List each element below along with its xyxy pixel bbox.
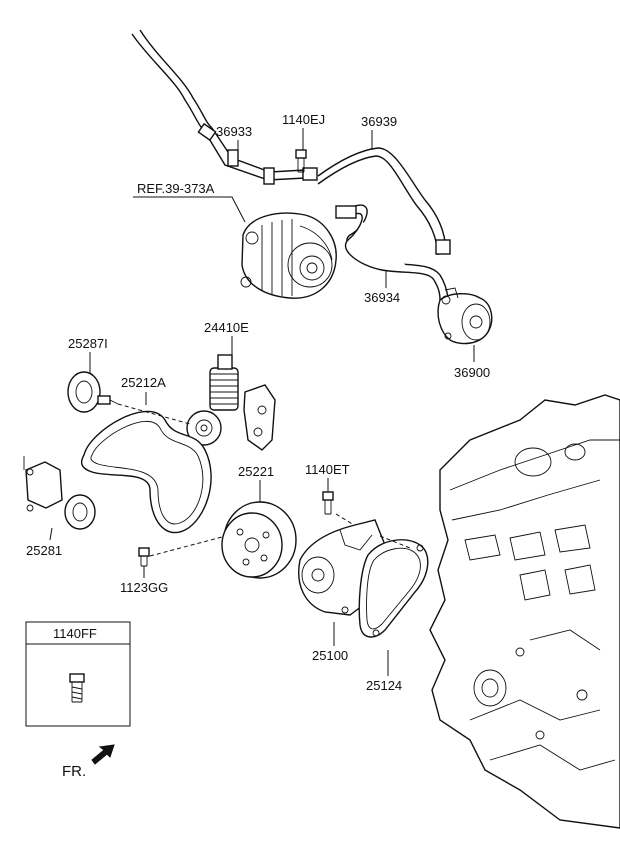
label-36939: 36939	[361, 114, 397, 129]
label-36900: 36900	[454, 365, 490, 380]
fr-label: FR.	[62, 763, 86, 780]
label-36934: 36934	[364, 290, 400, 305]
tensioner-pulley-25281[interactable]	[23, 456, 96, 530]
belt-tensioner-24410e[interactable]	[186, 354, 276, 451]
assembly-line	[379, 535, 411, 549]
bolt-1140ej[interactable]	[295, 149, 307, 173]
label-25287i: 25287I	[68, 336, 108, 351]
label-25212a: 25212A	[121, 375, 166, 390]
idler-pulley-25287i[interactable]	[67, 371, 119, 413]
label-ref-39-373a: REF.39-373A	[137, 181, 215, 196]
front-direction-indicator: FR.	[62, 744, 115, 780]
engine-block	[429, 394, 620, 829]
bolt-1123gg[interactable]	[138, 547, 150, 567]
legend-box-title: 1140FF	[53, 626, 97, 641]
label-25124: 25124	[366, 678, 402, 693]
label-1140et: 1140ET	[305, 462, 350, 477]
assembly-line	[117, 403, 191, 425]
label-36933: 36933	[216, 124, 252, 139]
label-25281: 25281	[26, 543, 62, 558]
label-25221: 25221	[238, 464, 274, 479]
legend-box-1140ff: 1140FF	[25, 621, 131, 727]
leader-lines	[49, 128, 475, 676]
front-arrow-icon	[91, 744, 115, 765]
gasket-25124[interactable]	[358, 539, 429, 638]
label-24410e: 24410E	[204, 320, 249, 335]
vacuum-hose-36934[interactable]	[335, 204, 449, 301]
alternator[interactable]	[240, 212, 337, 299]
label-1123gg: 1123GG	[120, 580, 168, 595]
vacuum-hose-36939[interactable]	[317, 147, 451, 256]
drive-belt-25212a[interactable]	[80, 410, 212, 534]
bolt-1140et[interactable]	[322, 491, 334, 515]
water-pump-pulley-25221[interactable]	[221, 501, 297, 579]
label-25100: 25100	[312, 648, 348, 663]
vacuum-pump-36900[interactable]	[437, 287, 493, 345]
flange-bolt-icon	[69, 673, 85, 703]
assembly-line	[149, 536, 223, 557]
vacuum-hose-36933[interactable]	[131, 29, 318, 185]
label-1140ej: 1140EJ	[282, 112, 325, 127]
assembly-line	[335, 513, 355, 526]
